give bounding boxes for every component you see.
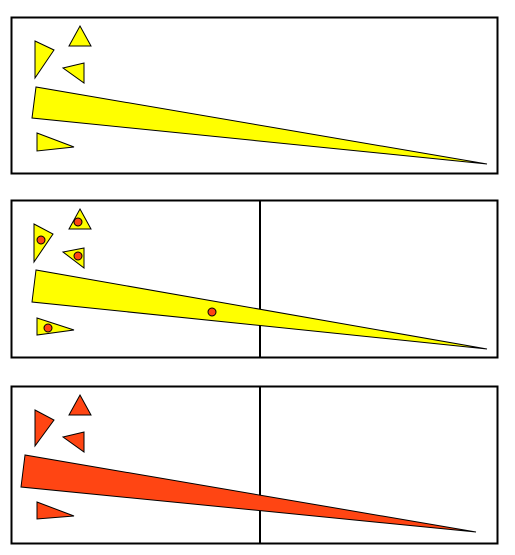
panel-bottom-triangle-lower: [36, 501, 75, 520]
panel-middle-centroid-dot-triangle-lower: [43, 323, 53, 333]
panel-top-triangle-lower: [36, 132, 75, 152]
panel-top-triangle-left: [34, 40, 55, 80]
panel-bottom-triangle-left: [34, 409, 55, 448]
panel-top-frame: [10, 16, 499, 175]
panel-middle-centroid-dot-triangle-left: [36, 235, 46, 245]
panel-bottom: [10, 385, 499, 545]
panel-top-triangle-long-wedge: [31, 86, 488, 165]
panel-middle-centroid-dot-triangle-long-wedge: [207, 307, 217, 317]
panel-bottom-triangle-long-wedge: [20, 454, 477, 533]
panel-middle-triangle-long-wedge: [31, 269, 488, 350]
panel-middle-triangle-lower: [36, 317, 75, 336]
panel-bottom-frame: [10, 385, 499, 545]
panel-middle-frame: [10, 199, 499, 359]
panel-middle-centroid-dot-triangle-top: [73, 217, 83, 227]
panel-middle-centroid-dot-triangle-middle: [73, 251, 83, 261]
panel-top-triangle-top: [68, 24, 92, 47]
panel-top: [10, 16, 499, 175]
panel-middle: [10, 199, 499, 359]
panel-bottom-triangle-middle: [61, 431, 85, 453]
panel-bottom-triangle-top: [68, 393, 92, 416]
panel-top-triangle-middle: [61, 62, 85, 84]
